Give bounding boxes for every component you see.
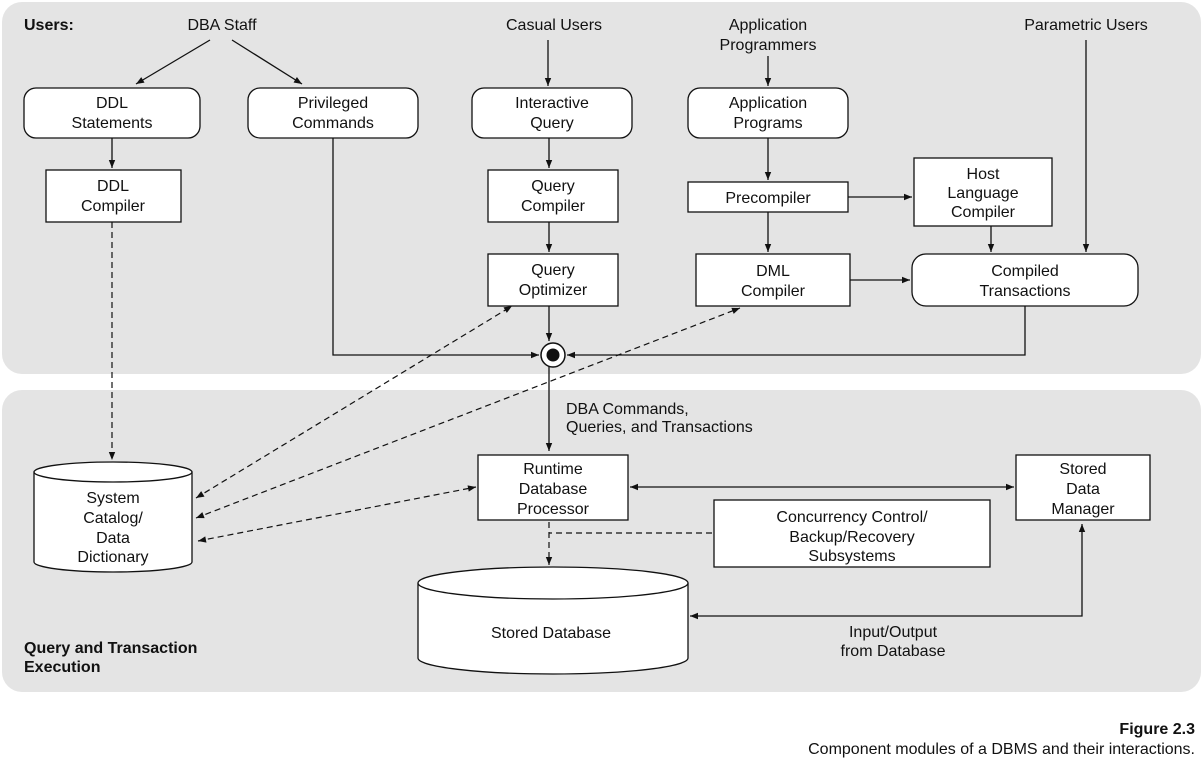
interactive-query-text-2: Query	[530, 115, 574, 132]
runtime-processor-text-3: Processor	[517, 501, 590, 518]
application-programmers-label-line1: Application	[729, 17, 807, 34]
query-optimizer-text-2: Optimizer	[519, 282, 588, 299]
ddl-statements-text-1: DDL	[96, 95, 128, 112]
ddl-compiler-box: DDL Compiler	[45, 169, 182, 223]
runtime-processor-text-1: Runtime	[523, 461, 583, 478]
ddl-compiler-text-2: Compiler	[81, 198, 146, 215]
execution-label-line2: Execution	[24, 659, 100, 676]
interactive-query-text-1: Interactive	[515, 95, 589, 112]
system-catalog-text-1: System	[86, 490, 139, 507]
dml-compiler-text-1: DML	[756, 263, 790, 280]
stored-database-text: Stored Database	[491, 625, 611, 642]
compiled-transactions-box: Compiled Transactions	[911, 253, 1139, 307]
stored-data-manager-text-1: Stored	[1059, 461, 1106, 478]
query-compiler-text-1: Query	[531, 178, 575, 195]
host-language-compiler-box: Host Language Compiler	[913, 157, 1053, 227]
stored-database-cylinder: Stored Database	[417, 566, 689, 675]
application-programs-text-1: Application	[729, 95, 807, 112]
system-catalog-text-2: Catalog/	[83, 510, 143, 527]
dba-staff-label: DBA Staff	[187, 17, 257, 34]
io-annotation-line2: from Database	[841, 643, 946, 660]
precompiler-box: Precompiler	[687, 181, 849, 213]
stored-data-manager-box: Stored Data Manager	[1015, 454, 1151, 521]
privileged-commands-text-1: Privileged	[298, 95, 368, 112]
host-language-compiler-text-1: Host	[967, 166, 1000, 183]
concurrency-control-text-3: Subsystems	[808, 548, 895, 565]
host-language-compiler-text-2: Language	[947, 185, 1018, 202]
application-programs-box: Application Programs	[687, 87, 849, 139]
privileged-commands-box: Privileged Commands	[247, 87, 419, 139]
figure-caption-text: Component modules of a DBMS and their in…	[808, 741, 1195, 758]
parametric-users-label: Parametric Users	[1024, 17, 1148, 34]
junction-node	[540, 342, 566, 368]
concurrency-control-box: Concurrency Control/ Backup/Recovery Sub…	[713, 499, 991, 568]
execution-label-line1: Query and Transaction	[24, 640, 197, 657]
compiled-transactions-text-2: Transactions	[980, 283, 1071, 300]
interactive-query-box: Interactive Query	[471, 87, 633, 139]
system-catalog-cylinder: System Catalog/ Data Dictionary	[33, 461, 193, 573]
runtime-processor-box: Runtime Database Processor	[477, 454, 629, 521]
users-label: Users:	[24, 17, 74, 34]
query-optimizer-box: Query Optimizer	[487, 253, 619, 307]
application-programs-text-2: Programs	[733, 115, 802, 132]
concurrency-control-text-2: Backup/Recovery	[789, 529, 914, 546]
dml-compiler-box: DML Compiler	[695, 253, 851, 307]
dashed-arrows	[108, 222, 741, 565]
dba-commands-annotation-line2: Queries, and Transactions	[566, 419, 753, 436]
query-compiler-text-2: Compiler	[521, 198, 586, 215]
compiled-transactions-text-1: Compiled	[991, 263, 1059, 280]
host-language-compiler-text-3: Compiler	[951, 204, 1016, 221]
stored-data-manager-text-3: Manager	[1051, 501, 1115, 518]
concurrency-control-text-1: Concurrency Control/	[776, 509, 928, 526]
figure-caption-title: Figure 2.3	[1119, 721, 1195, 738]
ddl-statements-text-2: Statements	[72, 115, 153, 132]
query-compiler-box: Query Compiler	[487, 169, 619, 223]
dml-compiler-text-2: Compiler	[741, 283, 806, 300]
query-optimizer-text-1: Query	[531, 262, 575, 279]
privileged-commands-text-2: Commands	[292, 115, 374, 132]
ddl-compiler-text-1: DDL	[97, 178, 129, 195]
application-programmers-label-line2: Programmers	[720, 37, 817, 54]
dba-commands-annotation-line1: DBA Commands,	[566, 401, 689, 418]
runtime-processor-text-2: Database	[519, 481, 588, 498]
io-annotation-line1: Input/Output	[849, 624, 938, 641]
stored-data-manager-text-2: Data	[1066, 481, 1100, 498]
casual-users-label: Casual Users	[506, 17, 602, 34]
system-catalog-text-3: Data	[96, 530, 130, 547]
ddl-statements-box: DDL Statements	[23, 87, 201, 139]
precompiler-text: Precompiler	[725, 190, 811, 207]
system-catalog-text-4: Dictionary	[77, 549, 148, 566]
